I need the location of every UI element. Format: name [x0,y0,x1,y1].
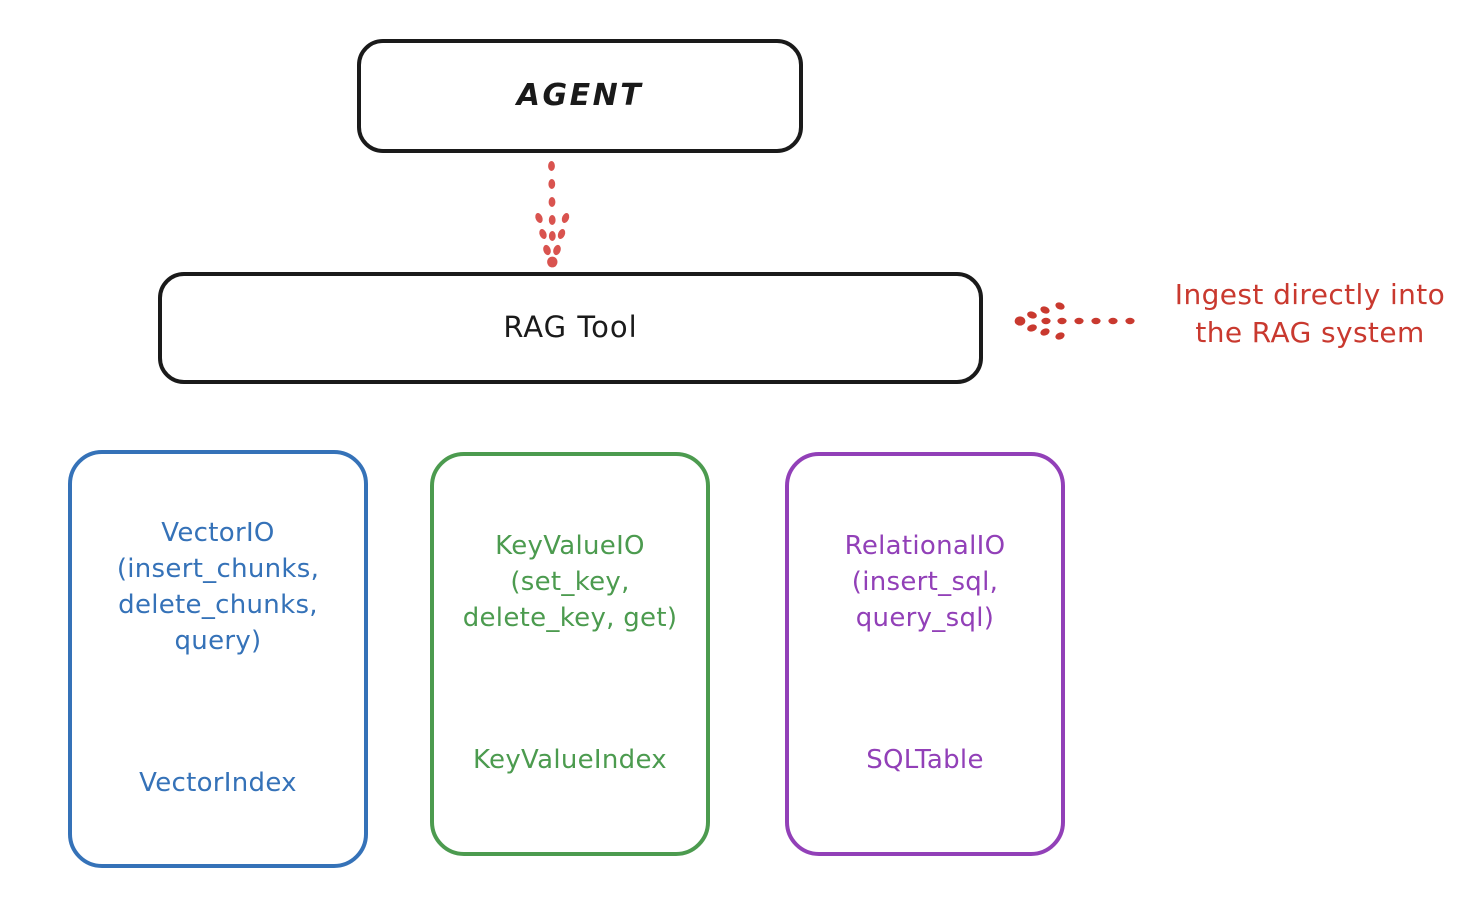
dotted-down-arrow-icon [512,160,592,270]
node-vector-io-api-label: VectorIO (insert_chunks, delete_chunks, … [116,518,320,657]
node-key-value-io-api-label: KeyValueIO (set_key, delete_key, get) [462,531,678,634]
node-key-value-io-index-label: KeyValueIndex [472,744,667,775]
dotted-left-arrow-icon [1012,290,1137,352]
node-vector-io-text: VectorIO (insert_chunks, delete_chunks, … [111,481,325,838]
node-vector-io[interactable]: VectorIO (insert_chunks, delete_chunks, … [68,450,368,868]
annotation-ingest: Ingest directly into the RAG system [1174,278,1446,349]
node-relational-io[interactable]: RelationalIO (insert_sql, query_sql) SQL… [785,452,1065,856]
node-relational-io-index-label: SQLTable [866,744,984,775]
spacer [117,696,319,730]
node-key-value-io-text: KeyValueIO (set_key, delete_key, get) Ke… [457,494,684,815]
node-key-value-io[interactable]: KeyValueIO (set_key, delete_key, get) Ke… [430,452,710,856]
node-rag-tool-label: RAG Tool [503,310,638,345]
spacer [463,673,678,707]
node-vector-io-index-label: VectorIndex [139,767,297,798]
node-agent-label: AGENT [516,77,644,113]
node-rag-tool[interactable]: RAG Tool [158,272,983,384]
node-relational-io-api-label: RelationalIO (insert_sql, query_sql) [844,531,1006,634]
node-relational-io-text: RelationalIO (insert_sql, query_sql) SQL… [839,494,1012,815]
node-agent[interactable]: AGENT [357,39,803,153]
spacer [845,673,1006,707]
